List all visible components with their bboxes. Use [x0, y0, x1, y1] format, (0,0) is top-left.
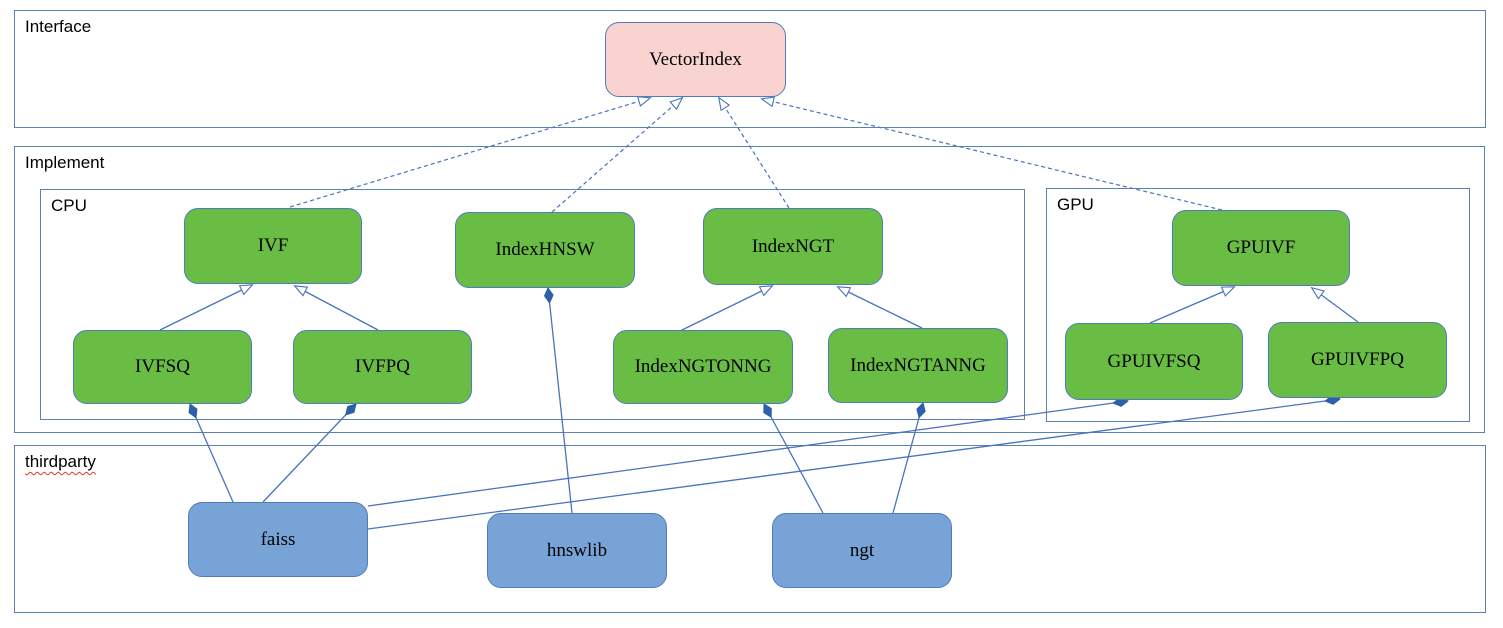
container-label-implement: Implement — [25, 153, 105, 172]
node-label-gpuivfpq: GPUIVFPQ — [1311, 349, 1404, 370]
node-ivfpq[interactable]: IVFPQ — [293, 330, 472, 404]
node-label-gpuivfsq: GPUIVFSQ — [1107, 350, 1201, 372]
node-vectorindex[interactable]: VectorIndex — [605, 22, 786, 97]
container-label-interface: Interface — [25, 17, 92, 36]
node-label-indexngt: IndexNGT — [751, 235, 835, 257]
node-indexhnsw[interactable]: IndexHNSW — [455, 212, 635, 288]
node-indexngt[interactable]: IndexNGT — [703, 208, 883, 285]
node-label-ivf: IVF — [257, 235, 289, 256]
node-label-faiss: faiss — [260, 528, 296, 550]
container-label-thirdparty: thirdparty — [25, 452, 96, 471]
node-label-hnswlib: hnswlib — [546, 539, 608, 561]
node-ivfsq[interactable]: IVFSQ — [73, 330, 252, 404]
node-label-gpuivf: GPUIVF — [1226, 237, 1296, 258]
node-ngt[interactable]: ngt — [772, 513, 952, 588]
node-label-vectorindex: VectorIndex — [649, 48, 742, 70]
node-ivf[interactable]: IVF — [184, 208, 362, 284]
node-label-indexngtanng: IndexNGTANNG — [850, 354, 986, 376]
node-indexngtonng[interactable]: IndexNGTONNG — [613, 330, 793, 404]
node-gpuivfpq[interactable]: GPUIVFPQ — [1268, 322, 1447, 398]
node-gpuivfsq[interactable]: GPUIVFSQ — [1065, 323, 1243, 400]
node-gpuivf[interactable]: GPUIVF — [1172, 210, 1350, 286]
node-label-ivfpq: IVFPQ — [355, 356, 410, 377]
node-indexngtanng[interactable]: IndexNGTANNG — [828, 328, 1008, 403]
node-faiss[interactable]: faiss — [188, 502, 368, 577]
container-label-gpu: GPU — [1057, 195, 1094, 214]
node-label-indexhnsw: IndexHNSW — [495, 239, 595, 260]
node-label-ngt: ngt — [849, 539, 875, 561]
node-label-indexngtonng: IndexNGTONNG — [634, 356, 772, 377]
node-hnswlib[interactable]: hnswlib — [487, 513, 667, 588]
container-label-cpu: CPU — [51, 196, 87, 215]
node-label-ivfsq: IVFSQ — [135, 356, 190, 377]
